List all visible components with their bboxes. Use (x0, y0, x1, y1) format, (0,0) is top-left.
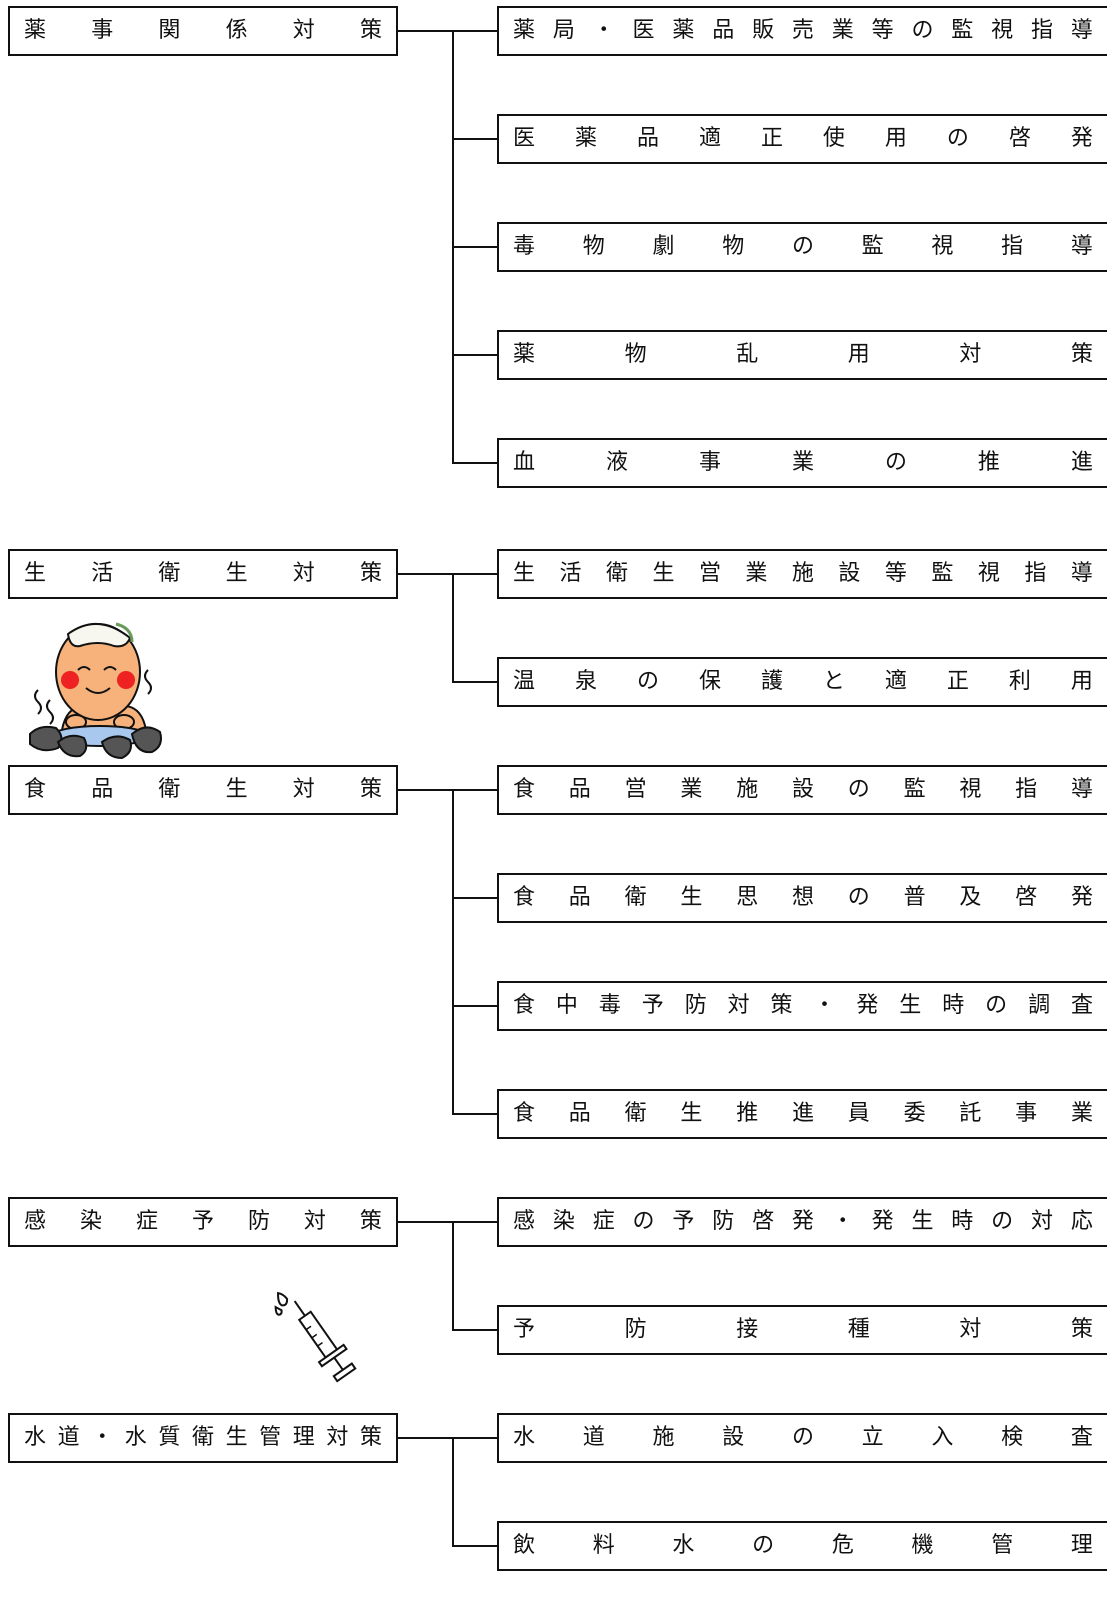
connector-line (452, 1113, 497, 1115)
category-box: 食品衛生対策 (8, 765, 398, 815)
branch-line (452, 1221, 454, 1331)
measure-box: 食品衛生思想の普及啓発 (497, 873, 1107, 923)
connector-line (398, 573, 497, 575)
measure-box: 毒物劇物の監視指導 (497, 222, 1107, 272)
measure-box: 飲料水の危機管理 (497, 1521, 1107, 1571)
measure-box: 食品営業施設の監視指導 (497, 765, 1107, 815)
measure-box: 薬局・医薬品販売業等の監視指導 (497, 6, 1107, 56)
connector-line (452, 897, 497, 899)
branch-line (452, 789, 454, 1115)
measure-box: 水道施設の立入検査 (497, 1413, 1107, 1463)
connector-line (398, 789, 497, 791)
connector-line (452, 681, 497, 683)
connector-line (398, 1221, 497, 1223)
measure-box: 感染症の予防啓発・発生時の対応 (497, 1197, 1107, 1247)
measure-box: 医薬品適正使用の啓発 (497, 114, 1107, 164)
connector-line (452, 1005, 497, 1007)
measure-box: 生活衛生営業施設等監視指導 (497, 549, 1107, 599)
category-box: 水道・水質衛生管理対策 (8, 1413, 398, 1463)
connector-line (398, 30, 497, 32)
syringe-icon (272, 1278, 362, 1388)
onsen-character-icon (20, 612, 170, 762)
connector-line (452, 138, 497, 140)
category-box: 感染症予防対策 (8, 1197, 398, 1247)
measure-box: 血液事業の推進 (497, 438, 1107, 488)
connector-line (398, 1437, 497, 1439)
connector-line (452, 462, 497, 464)
measure-box: 予防接種対策 (497, 1305, 1107, 1355)
connector-line (452, 354, 497, 356)
connector-line (452, 1329, 497, 1331)
measure-box: 薬物乱用対策 (497, 330, 1107, 380)
branch-line (452, 1437, 454, 1547)
measure-box: 食品衛生推進員委託事業 (497, 1089, 1107, 1139)
measure-box: 温泉の保護と適正利用 (497, 657, 1107, 707)
connector-line (452, 246, 497, 248)
connector-line (452, 1545, 497, 1547)
category-box: 生活衛生対策 (8, 549, 398, 599)
category-box: 薬事関係対策 (8, 6, 398, 56)
branch-line (452, 573, 454, 683)
measure-box: 食中毒予防対策・発生時の調査 (497, 981, 1107, 1031)
